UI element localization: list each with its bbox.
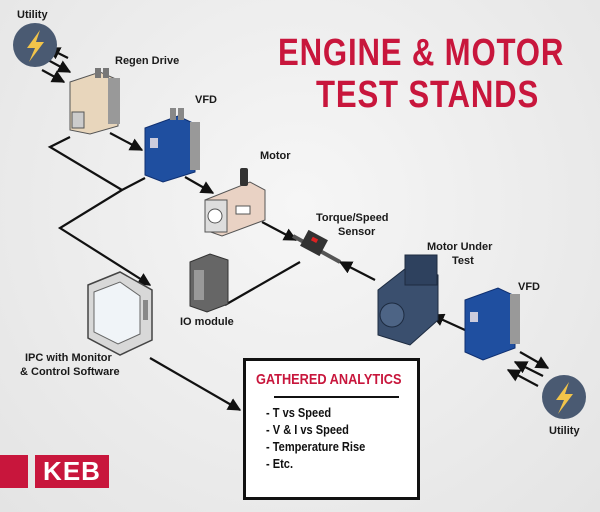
analytics-heading: GATHERED ANALYTICS — [256, 371, 402, 388]
ipc-label-1: IPC with Monitor — [25, 352, 112, 364]
utility-left-label: Utility — [17, 9, 48, 21]
vfd-utility-arrow — [519, 351, 550, 369]
ipc-analytics-arrow — [149, 357, 242, 411]
utility-right-icon — [542, 375, 586, 419]
utility-vfd-arrow-1 — [513, 361, 544, 377]
gathered-analytics-box: GATHERED ANALYTICS - T vs Speed - V & I … — [243, 358, 420, 500]
vfd-right-label: VFD — [518, 281, 540, 293]
title-line-1: ENGINE & MOTOR — [278, 32, 565, 74]
motor-icon — [204, 168, 266, 237]
sensor-io-line — [224, 261, 301, 306]
motor-under-test-label-1: Motor Under — [427, 241, 493, 253]
connection-lines — [41, 47, 550, 411]
torque-sensor-icon — [292, 229, 341, 264]
analytics-item: - T vs Speed — [266, 405, 332, 420]
regen-vfd-arrow — [109, 132, 144, 151]
torque-sensor-label-2: Sensor — [338, 226, 376, 238]
analytics-item: - Temperature Rise — [266, 439, 366, 454]
utility-regen-arrow-1 — [47, 59, 72, 73]
torque-sensor-label-1: Torque/Speed — [316, 212, 389, 224]
analytics-item: - Etc. — [266, 456, 294, 471]
vfd-left-icon — [144, 108, 200, 183]
ipc-monitor-icon — [87, 271, 153, 356]
regen-drive-icon — [69, 68, 120, 135]
vfd-left-label: VFD — [195, 94, 217, 106]
ipc-label-2: & Control Software — [20, 366, 120, 378]
brand-stripe — [0, 455, 28, 488]
motor-sensor-arrow — [261, 221, 298, 241]
utility-vfd-arrow-2 — [506, 369, 539, 387]
lightning-bolt-icon — [27, 30, 44, 62]
analytics-divider — [274, 396, 399, 398]
ipc-link-line — [57, 177, 152, 286]
title-line-2: TEST STANDS — [316, 74, 540, 116]
regen-bus-line — [47, 136, 123, 191]
motor-label: Motor — [260, 150, 291, 162]
lightning-bolt-icon — [556, 382, 573, 414]
keb-logo: KEB — [35, 455, 109, 488]
analytics-list: - T vs Speed - V & I vs Speed - Temperat… — [246, 404, 417, 472]
regen-drive-label: Regen Drive — [115, 55, 180, 67]
motor-under-test-icon — [377, 254, 439, 346]
utility-regen-arrow-2 — [41, 69, 66, 83]
utility-right-label: Utility — [549, 425, 580, 437]
vfd-right-icon — [464, 287, 520, 361]
mut-sensor-arrow — [338, 261, 376, 281]
vfd-motor-arrow — [184, 176, 215, 194]
motor-under-test-label-2: Test — [452, 255, 474, 267]
utility-left-icon — [13, 23, 57, 67]
io-module-icon — [189, 253, 229, 313]
io-module-label: IO module — [180, 316, 234, 328]
analytics-item: - V & I vs Speed — [266, 422, 349, 437]
